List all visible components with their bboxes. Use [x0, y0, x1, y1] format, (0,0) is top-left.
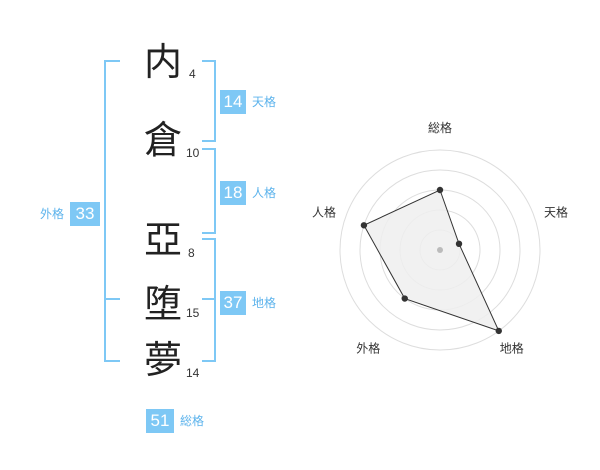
- radar-axis-label: 総格: [428, 120, 452, 135]
- jinkaku-bracket: [202, 148, 216, 234]
- radar-value-point: [401, 295, 408, 302]
- radar-value-point: [436, 186, 444, 194]
- stroke-count-4: 15: [186, 306, 200, 320]
- soukaku-label: 総格: [180, 414, 205, 428]
- tenkaku-label: 天格: [252, 95, 277, 109]
- stroke-count-5: 14: [186, 366, 200, 380]
- radar-value-point: [495, 327, 502, 335]
- radar-grid-ring: [339, 149, 541, 351]
- chikaku-bracket: [202, 238, 216, 362]
- chikaku-bracket-tick: [202, 298, 216, 300]
- stroke-count-3: 8: [188, 246, 195, 260]
- stroke-count-2: 10: [186, 146, 200, 160]
- radar-center-dot: [437, 247, 443, 253]
- radar-value-point: [360, 222, 368, 229]
- gaikaku-bracket: [104, 60, 120, 362]
- tenkaku-badge: 14: [220, 90, 246, 114]
- radar-axis-label: 外格: [356, 341, 380, 356]
- radar-value-point: [455, 240, 463, 248]
- radar-axis-label: 人格: [312, 204, 336, 219]
- gaikaku-label: 外格: [40, 207, 65, 221]
- jinkaku-badge: 18: [220, 181, 246, 205]
- name-character-5: 夢: [143, 338, 182, 382]
- gaikaku-badge: 33: [70, 202, 100, 226]
- name-character-4: 堕: [143, 282, 182, 326]
- radar-value-polygon: [363, 189, 500, 332]
- radar-axis-label: 地格: [500, 341, 524, 356]
- tenkaku-bracket: [202, 60, 216, 142]
- radar-grid-ring: [359, 169, 521, 331]
- name-character-3: 亞: [143, 218, 182, 262]
- name-character-2: 倉: [143, 118, 182, 162]
- gaikaku-bracket-tick: [104, 298, 120, 300]
- soukaku-badge: 51: [146, 409, 174, 433]
- jinkaku-label: 人格: [252, 186, 277, 200]
- stroke-count-1: 4: [189, 67, 196, 81]
- chikaku-badge: 37: [220, 291, 246, 315]
- name-character-1: 内: [143, 40, 182, 84]
- radar-axis-label: 天格: [544, 204, 568, 219]
- chikaku-label: 地格: [252, 296, 277, 310]
